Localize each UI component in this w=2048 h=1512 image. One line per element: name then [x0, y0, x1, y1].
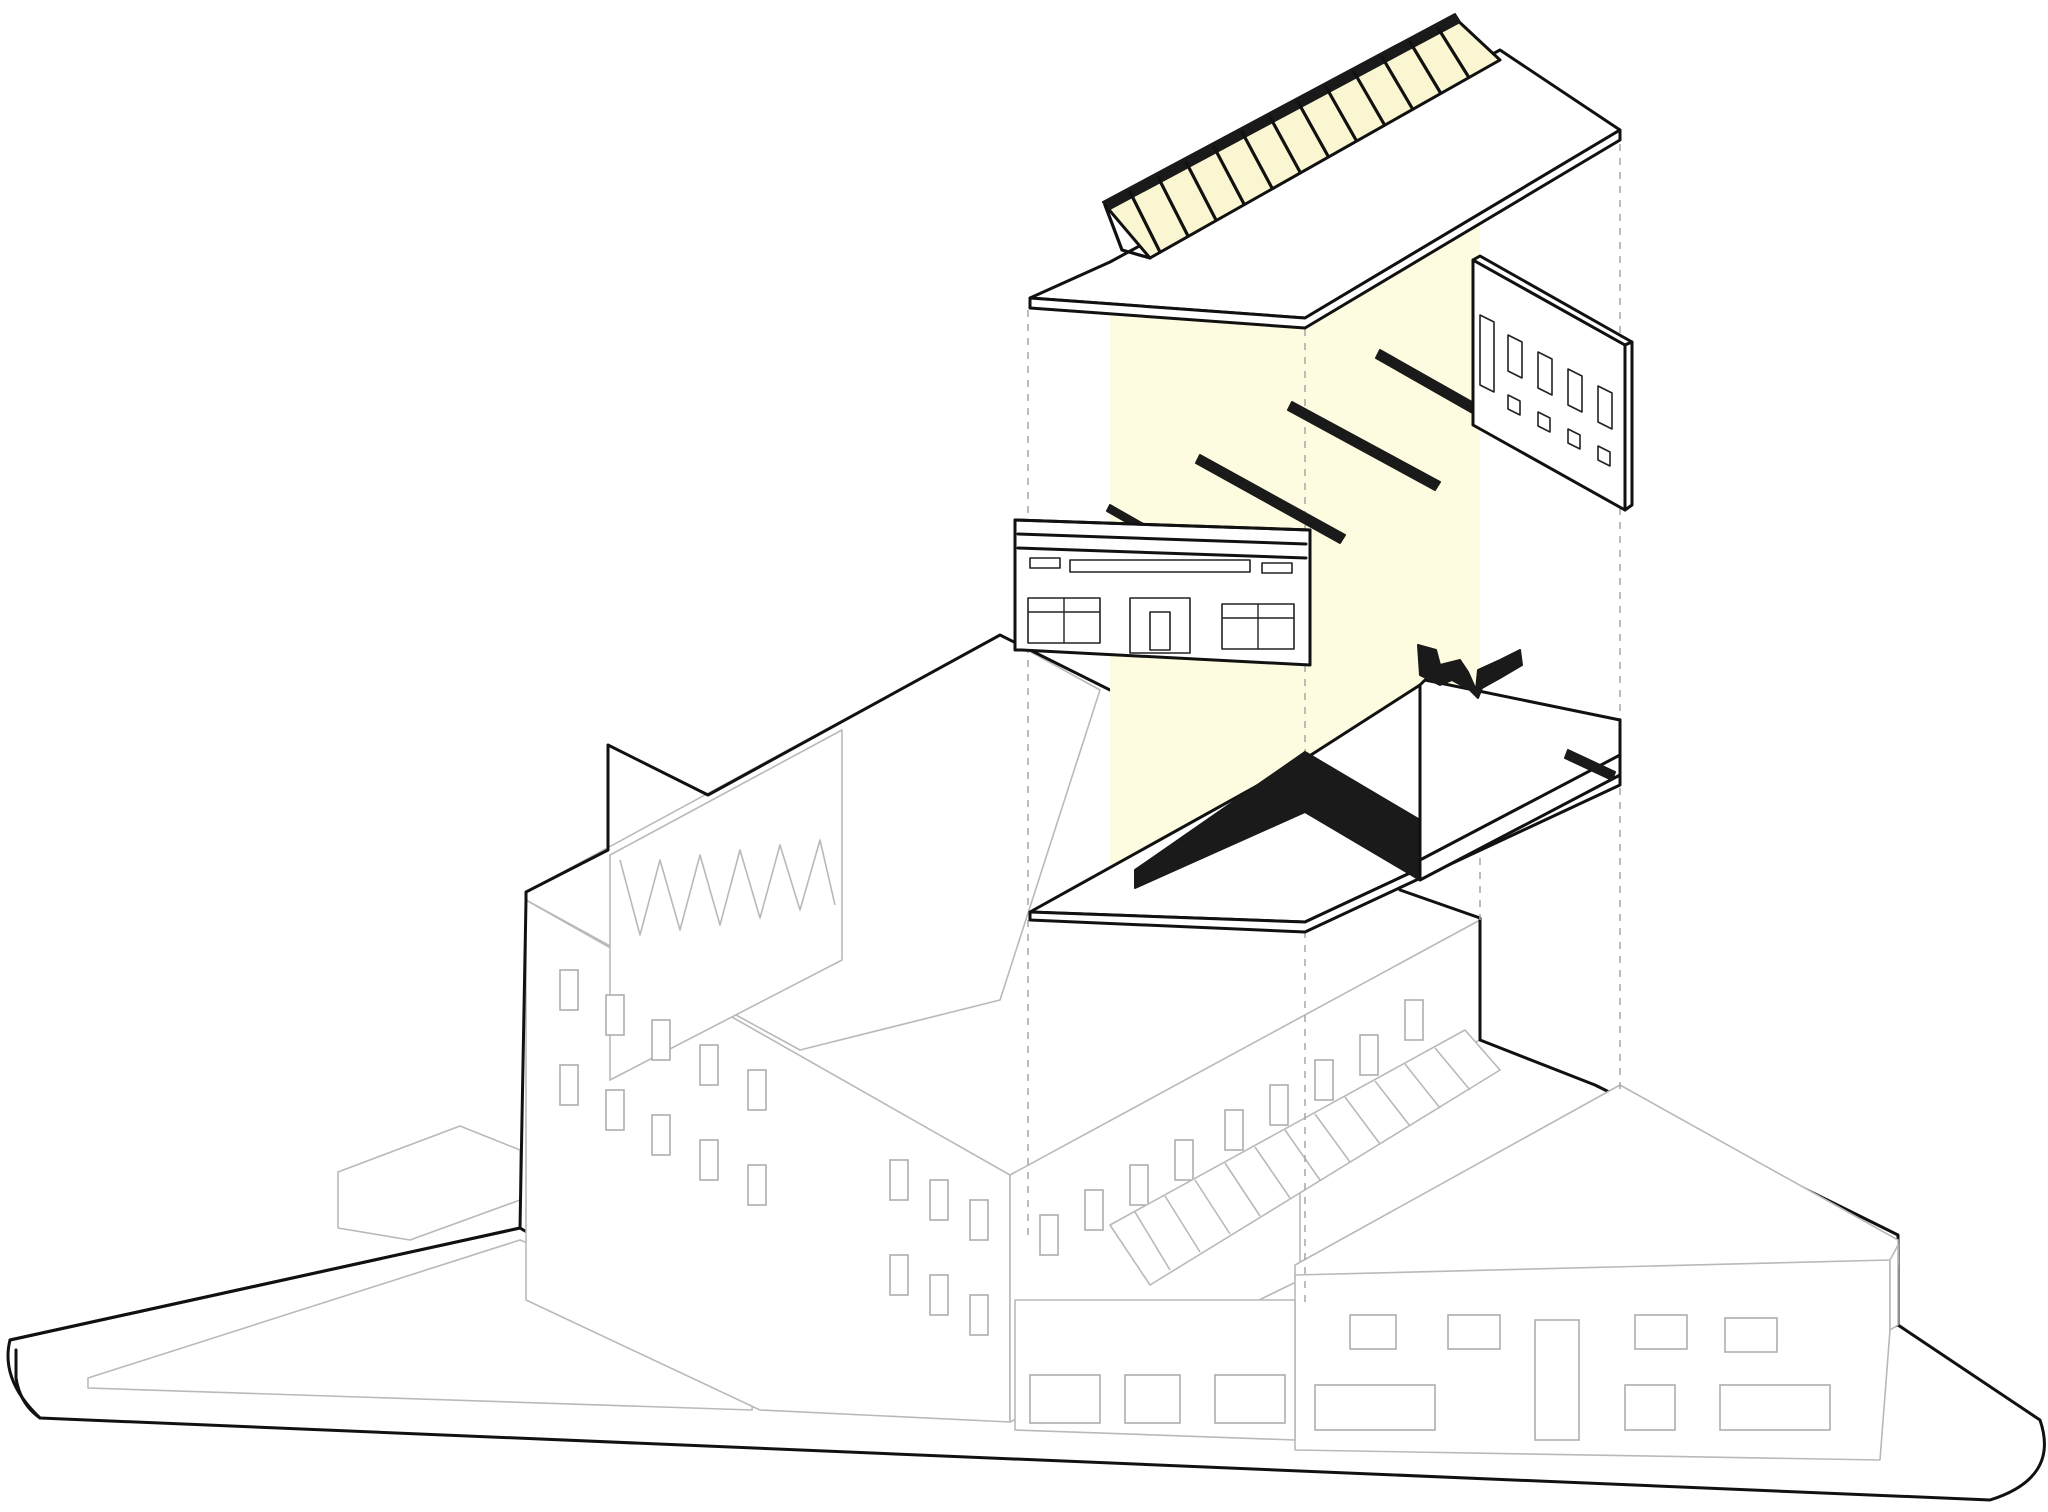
exploded-storefront-cornice	[1013, 518, 1312, 560]
site-ground-edge	[14, 1348, 42, 1420]
exploded-side-facade-edge	[1623, 340, 1634, 512]
exploded-storefront-openings	[1027, 557, 1295, 654]
context-right-building-side	[1889, 1244, 1899, 1331]
context-windows-front	[559, 969, 989, 1336]
context-billboard-truss	[619, 839, 836, 936]
exploded-upper-mass	[1418, 678, 1622, 882]
context-windows-side	[1039, 999, 1424, 1256]
exploded-skylight-mullions	[1103, 26, 1470, 260]
exploded-upper-mass-line	[1418, 753, 1622, 862]
exploded-side-facade-windows	[1479, 314, 1613, 467]
exploded-floor-slab-edge	[1028, 773, 1622, 934]
exploded-parapet-section	[1417, 644, 1523, 699]
exploded-upper-mass-beam	[1564, 749, 1616, 781]
context-right-windows	[1029, 1314, 1831, 1441]
context-skylight-mullions	[1134, 1047, 1471, 1271]
exploded-roof-slab-edge	[1028, 128, 1622, 330]
context-yard-wall	[337, 1125, 521, 1241]
